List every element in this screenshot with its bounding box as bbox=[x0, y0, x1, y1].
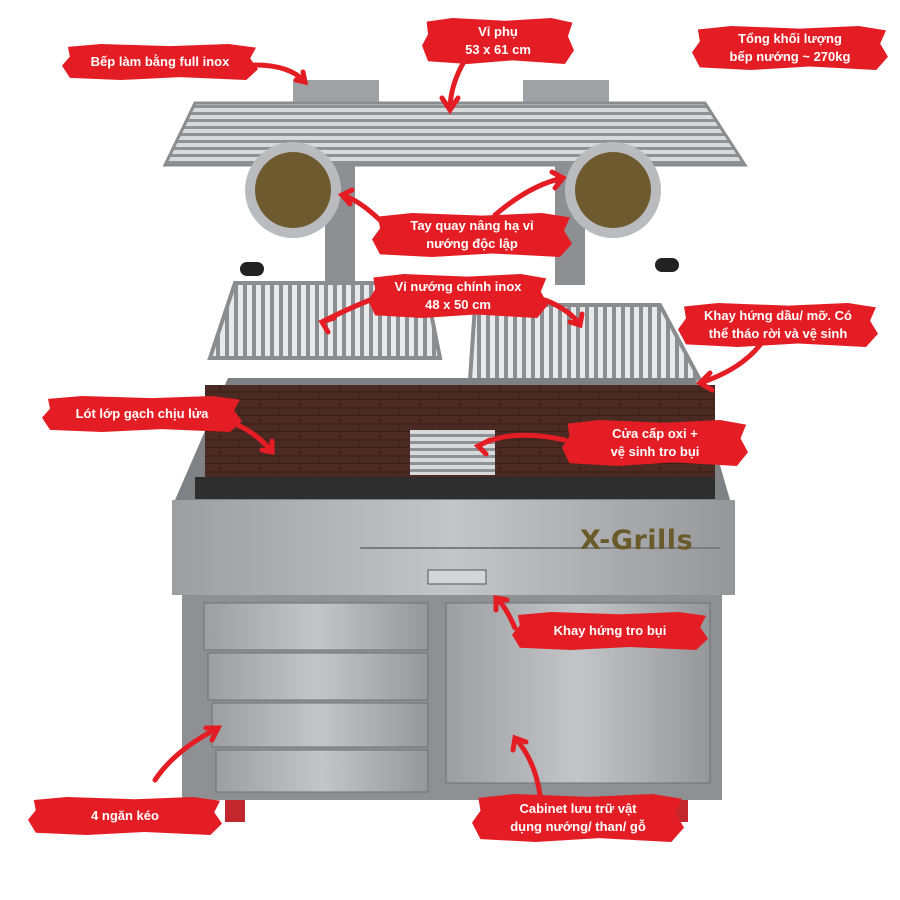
callout-text: Vỉ nướng chính inox bbox=[394, 279, 522, 294]
callout-firebrick: Lót lớp gạch chịu lửa bbox=[42, 396, 242, 432]
drawers bbox=[203, 602, 429, 793]
callout-text: Tay quay nâng hạ vỉ bbox=[410, 218, 534, 233]
callout-text: nướng độc lập bbox=[426, 236, 518, 251]
callout-text: 53 x 61 cm bbox=[465, 42, 531, 57]
callout-main-grate: Vỉ nướng chính inox 48 x 50 cm bbox=[368, 274, 548, 318]
callout-text: Tổng khối lượng bbox=[738, 31, 842, 46]
callout-text: Khay hứng tro bụi bbox=[553, 623, 667, 638]
callout-text: Vỉ phụ bbox=[478, 24, 518, 39]
callout-side-grate: Vỉ phụ 53 x 61 cm bbox=[422, 18, 574, 64]
ash-tray-handle bbox=[427, 569, 487, 585]
callout-drawers: 4 ngăn kéo bbox=[28, 797, 222, 835]
callout-text: Cabinet lưu trữ vật bbox=[519, 801, 637, 816]
callout-air-vent: Cửa cấp oxi + vệ sinh tro bụi bbox=[562, 420, 748, 466]
callout-text: Cửa cấp oxi + bbox=[612, 426, 698, 441]
main-grate-right bbox=[467, 303, 704, 382]
callout-ash-tray: Khay hứng tro bụi bbox=[512, 612, 708, 650]
callout-text: vệ sinh tro bụi bbox=[610, 444, 700, 459]
side-grate bbox=[162, 101, 748, 167]
callout-drip-tray: Khay hứng dầu/ mỡ. Có thể tháo rời và vệ … bbox=[678, 303, 878, 347]
callout-text: bếp nướng ~ 270kg bbox=[729, 49, 851, 64]
callout-text: dụng nướng/ than/ gỗ bbox=[510, 819, 646, 834]
callout-text: 48 x 50 cm bbox=[425, 297, 491, 312]
callout-text: thể tháo rời và vệ sinh bbox=[708, 326, 848, 341]
callout-arrows bbox=[152, 57, 763, 798]
callout-stainless: Bếp làm bằng full inox bbox=[62, 44, 258, 80]
callout-cabinet: Cabinet lưu trữ vật dụng nướng/ than/ gỗ bbox=[472, 794, 684, 842]
crank-handle-right bbox=[655, 258, 679, 272]
brand-logo: X-Grills bbox=[580, 525, 694, 556]
callout-text: Lót lớp gạch chịu lửa bbox=[75, 406, 209, 421]
callout-weight: Tổng khối lượng bếp nướng ~ 270kg bbox=[692, 26, 888, 70]
callout-text: 4 ngăn kéo bbox=[91, 808, 159, 823]
callout-crank: Tay quay nâng hạ vỉ nướng độc lập bbox=[372, 213, 572, 257]
callout-text: Bếp làm bằng full inox bbox=[90, 54, 230, 69]
callout-text: Khay hứng dầu/ mỡ. Có bbox=[704, 308, 852, 323]
crank-handle-left bbox=[240, 262, 264, 276]
air-vent bbox=[410, 430, 495, 475]
